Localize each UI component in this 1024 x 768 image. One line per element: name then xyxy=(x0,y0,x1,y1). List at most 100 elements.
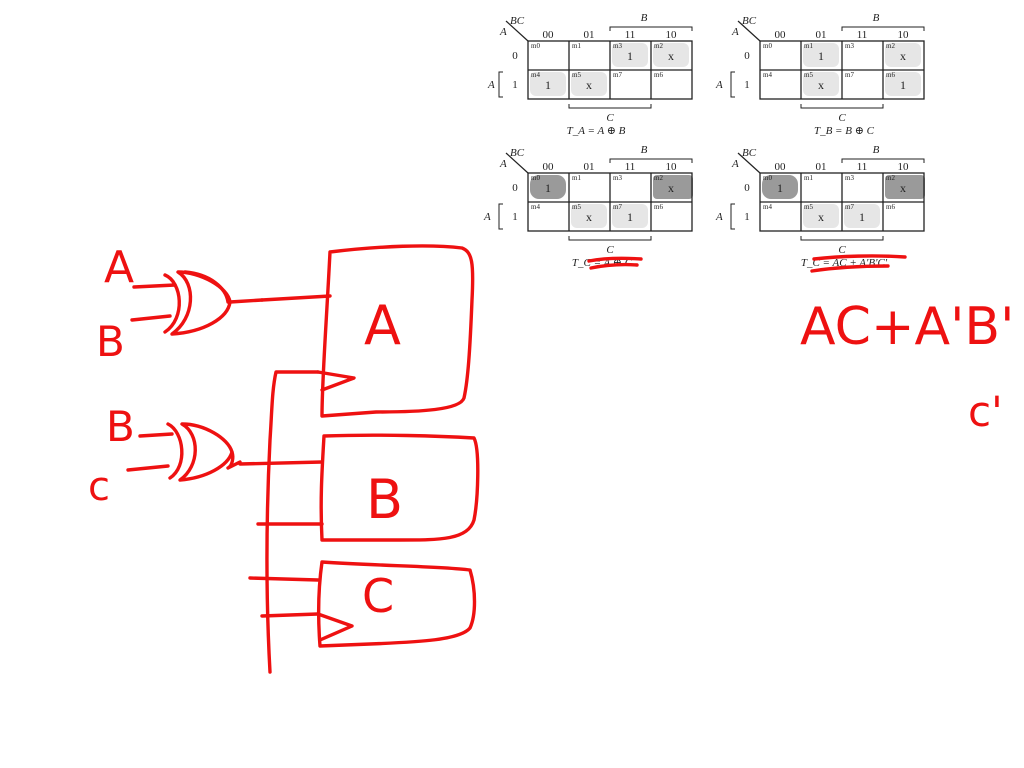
minterm-label: m1 xyxy=(572,42,581,50)
handwritten-expression: AC+A'B' xyxy=(800,297,1014,357)
cell-value: x xyxy=(900,181,906,195)
row-header: 1 xyxy=(512,79,518,91)
group-highlight xyxy=(885,72,921,96)
minterm-label: m6 xyxy=(886,203,895,211)
kmap-equation: T_A = A ⊕ B xyxy=(567,125,626,137)
minterm-label: m5 xyxy=(572,203,581,211)
a-label: A xyxy=(487,79,495,91)
handwritten-input-b: B xyxy=(96,317,125,366)
clock-bus xyxy=(248,370,324,674)
group-highlight xyxy=(571,204,607,228)
ff-b-label: B xyxy=(366,468,403,531)
minterm-label: m5 xyxy=(804,203,813,211)
row-header: 0 xyxy=(744,182,750,194)
handwritten-input-c: c xyxy=(88,464,110,510)
group-highlight xyxy=(612,204,648,228)
col-header: 10 xyxy=(898,161,910,173)
a-label: A xyxy=(715,79,723,91)
kmap-ta: BC A 00 01 11 10 B 0 1 A C m0 m1 m3 m2 m… xyxy=(487,12,693,137)
handwritten-input-b-2: B xyxy=(106,402,135,451)
c-label: C xyxy=(606,244,614,256)
kmap-tb: BC A 00 01 11 10 B 0 1 A C m0 m1 m3 m2 m… xyxy=(715,12,925,137)
corner-label-bc: BC xyxy=(742,15,757,27)
minterm-label: m7 xyxy=(845,203,854,211)
underline-mark xyxy=(810,254,907,273)
strike-out-mark xyxy=(587,256,643,270)
flip-flop-b xyxy=(319,433,480,542)
ff-a-label: A xyxy=(364,294,401,357)
cell-value: x xyxy=(818,210,824,224)
row-header: 1 xyxy=(744,79,750,91)
minterm-label: m0 xyxy=(763,174,772,182)
flip-flop-a xyxy=(316,244,475,418)
group-highlight xyxy=(803,72,839,96)
xor-gate-2 xyxy=(126,422,242,482)
b-label: B xyxy=(873,12,880,24)
cell-value: 1 xyxy=(900,78,906,92)
minterm-label: m3 xyxy=(613,174,622,182)
group-highlight xyxy=(803,43,839,67)
group-highlight xyxy=(885,175,925,199)
group-highlight xyxy=(653,43,689,67)
minterm-label: m3 xyxy=(845,42,854,50)
kmap-equation: T_B = B ⊕ C xyxy=(814,125,875,137)
col-header: 10 xyxy=(666,29,678,41)
corner-label-a: A xyxy=(499,158,507,170)
kmap-tc-1: BC A 00 01 11 10 B 0 1 A C m0 m1 m3 m2 m… xyxy=(483,144,693,269)
minterm-label: m5 xyxy=(804,71,813,79)
corner-label-bc: BC xyxy=(742,147,757,159)
minterm-label: m2 xyxy=(654,174,663,182)
col-header: 11 xyxy=(625,29,636,41)
cell-value: x xyxy=(900,49,906,63)
ff-c-label: C xyxy=(362,569,394,623)
corner-label-a: A xyxy=(499,26,507,38)
minterm-label: m4 xyxy=(763,203,772,211)
cell-value: x xyxy=(586,210,592,224)
minterm-label: m7 xyxy=(845,71,854,79)
col-header: 11 xyxy=(857,29,868,41)
b-label: B xyxy=(641,12,648,24)
cell-value: x xyxy=(818,78,824,92)
col-header: 01 xyxy=(584,161,595,173)
col-header: 10 xyxy=(666,161,678,173)
corner-label-bc: BC xyxy=(510,15,525,27)
minterm-label: m2 xyxy=(886,174,895,182)
c-label: C xyxy=(838,112,846,124)
col-header: 00 xyxy=(543,29,555,41)
cell-value: x xyxy=(586,78,592,92)
corner-label-a: A xyxy=(731,26,739,38)
a-label: A xyxy=(483,211,491,223)
minterm-label: m6 xyxy=(654,203,663,211)
row-header: 1 xyxy=(512,211,518,223)
minterm-label: m4 xyxy=(763,71,772,79)
corner-label-bc: BC xyxy=(510,147,525,159)
minterm-label: m5 xyxy=(572,71,581,79)
minterm-label: m7 xyxy=(613,203,622,211)
cell-value: 1 xyxy=(859,210,865,224)
minterm-label: m3 xyxy=(613,42,622,50)
col-header: 00 xyxy=(775,29,787,41)
col-header: 00 xyxy=(543,161,555,173)
group-highlight xyxy=(571,72,607,96)
minterm-label: m2 xyxy=(654,42,663,50)
c-label: C xyxy=(606,112,614,124)
handwritten-expression-c-prime: c' xyxy=(968,387,1003,436)
cell-value: 1 xyxy=(627,210,633,224)
a-label: A xyxy=(715,211,723,223)
row-header: 0 xyxy=(512,182,518,194)
minterm-label: m7 xyxy=(613,71,622,79)
handwritten-input-a: A xyxy=(104,242,134,293)
group-highlight xyxy=(612,43,648,67)
cell-value: 1 xyxy=(545,181,551,195)
row-header: 0 xyxy=(744,50,750,62)
minterm-label: m1 xyxy=(804,42,813,50)
group-highlight xyxy=(653,175,693,199)
cell-value: 1 xyxy=(545,78,551,92)
group-highlight xyxy=(803,204,839,228)
col-header: 10 xyxy=(898,29,910,41)
group-highlight xyxy=(885,43,921,67)
minterm-label: m0 xyxy=(531,174,540,182)
minterm-label: m1 xyxy=(804,174,813,182)
minterm-label: m0 xyxy=(763,42,772,50)
col-header: 11 xyxy=(625,161,636,173)
